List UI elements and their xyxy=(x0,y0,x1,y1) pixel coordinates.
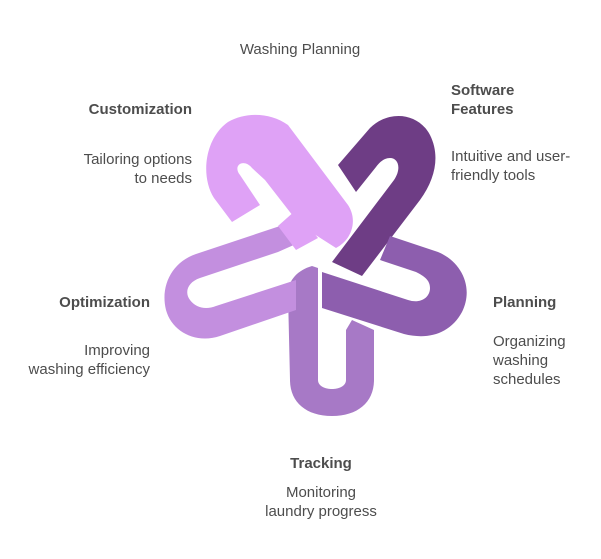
description-planning: Organizing washing schedules xyxy=(493,332,593,389)
description-line: Monitoring xyxy=(285,484,357,501)
diagram-title: Washing Planning xyxy=(239,41,361,58)
heading-customization: Customization xyxy=(88,101,192,118)
description-line: Intuitive and user- xyxy=(451,148,571,165)
heading-line: Software xyxy=(451,82,515,99)
loop-overlap-customization xyxy=(278,210,318,250)
heading-planning: Planning xyxy=(493,294,557,311)
description-line: to needs xyxy=(134,170,192,187)
description-optimization: Improving washing efficiency xyxy=(0,341,150,379)
description-line: Organizing xyxy=(493,333,566,350)
description-software-features: Intuitive and user- friendly tools xyxy=(451,147,601,185)
description-customization: Tailoring options to needs xyxy=(20,150,192,188)
description-line: Tailoring options xyxy=(83,151,192,168)
heading-line: Features xyxy=(451,101,514,118)
description-line: schedules xyxy=(493,371,561,388)
heading-software-features: Software Features xyxy=(451,81,581,119)
loop-optimization xyxy=(164,226,296,339)
loop-tracking xyxy=(288,266,374,416)
loop-planning xyxy=(322,236,467,337)
loop-customization xyxy=(206,114,353,248)
heading-tracking: Tracking xyxy=(290,455,352,472)
loop-software-features xyxy=(332,115,436,276)
description-line: laundry progress xyxy=(265,503,377,520)
heading-optimization: Optimization xyxy=(59,294,150,311)
description-tracking: Monitoring laundry progress xyxy=(221,483,421,521)
description-line: washing efficiency xyxy=(28,361,150,378)
description-line: washing xyxy=(493,352,549,369)
description-line: friendly tools xyxy=(451,167,536,184)
description-line: Improving xyxy=(84,342,150,359)
